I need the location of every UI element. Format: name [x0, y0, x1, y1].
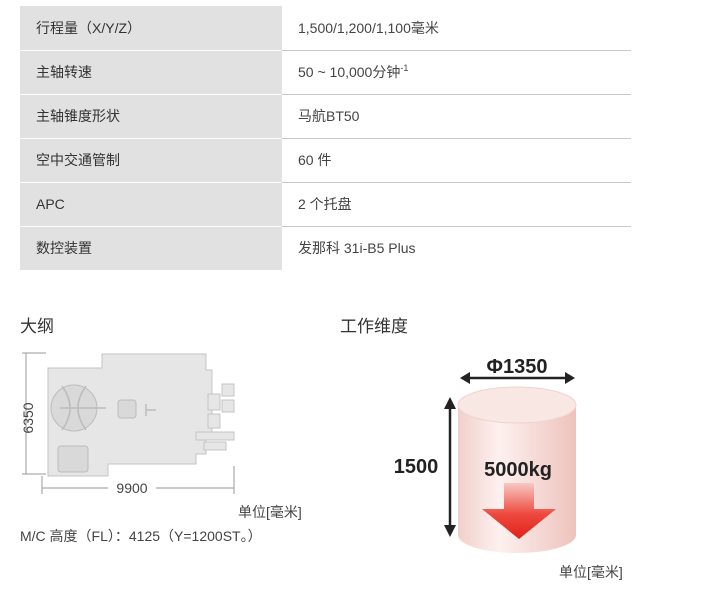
diameter-arrowhead-left [460, 372, 470, 384]
spec-value: 60 件 [282, 138, 631, 183]
width-label-bg [108, 479, 156, 497]
depth-label: 6350 [20, 402, 36, 433]
machine-outline-drawing: 6350 9900 [20, 352, 235, 497]
work-dimensions-unit-label: 单位[毫米] [559, 564, 623, 580]
column-mark [145, 404, 156, 416]
work-dimensions-title: 工作维度 [340, 317, 408, 336]
spec-label: 主轴锥度形状 [20, 94, 282, 139]
spindle-head [117, 399, 137, 419]
spec-label: 行程量（X/Y/Z） [20, 6, 282, 51]
height-label: 1500 [394, 456, 439, 478]
width-label: 9900 [116, 480, 147, 496]
spec-value: 50 ~ 10,000分钟 [298, 64, 401, 80]
spec-value: 1,500/1,200/1,100毫米 [282, 6, 631, 51]
machine-height-note: M/C 高度（FL）：4125（Y=1200ST。） [20, 528, 262, 544]
diameter-label: Φ1350 [487, 356, 548, 378]
spec-value: 发那科 31i-B5 Plus [298, 240, 416, 257]
spec-value-superscript: -1 [400, 63, 409, 73]
outline-title: 大纲 [20, 317, 54, 336]
spec-label: 主轴转速 [20, 50, 282, 95]
spec-row-spindle-speed: 主轴转速 50 ~ 10,000分钟-1 [20, 50, 631, 95]
spec-value-cell: 50 ~ 10,000分钟-1 [282, 50, 631, 95]
spec-row-apc: APC 2 个托盘 [20, 182, 631, 227]
cylinder-top [457, 386, 577, 424]
spec-label: 空中交通管制 [20, 138, 282, 183]
spec-row-stroke: 行程量（X/Y/Z） 1,500/1,200/1,100毫米 [20, 6, 631, 51]
height-arrowhead-top [444, 397, 456, 409]
spec-label: APC [20, 182, 282, 227]
weight-label: 5000kg [484, 459, 552, 481]
spec-label: 数控装置 [20, 226, 282, 271]
load-arrow-icon [482, 483, 556, 539]
diameter-arrowhead-right [565, 372, 575, 384]
spec-value: 2 个托盘 [282, 182, 631, 227]
spec-row-spindle-taper: 主轴锥度形状 马航BT50 [20, 94, 631, 139]
spec-table: 行程量（X/Y/Z） 1,500/1,200/1,100毫米 主轴转速 50 ~… [20, 6, 631, 271]
height-arrowhead-bottom [444, 525, 456, 537]
work-envelope-drawing: Φ1350 1500 5000kg [394, 356, 577, 553]
rotary-table [60, 385, 106, 431]
spec-value: 马航BT50 [282, 94, 631, 139]
spec-row-atc: 空中交通管制 60 件 [20, 138, 631, 183]
outline-unit-label: 单位[毫米] [238, 504, 302, 520]
spec-row-cnc: 数控装置 发那科 31i-B5 Plus [20, 226, 631, 271]
